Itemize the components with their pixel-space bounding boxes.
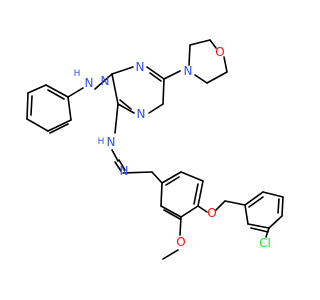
atom-o-benzyloxy: O	[207, 206, 216, 220]
atom-n-anilino: N	[85, 76, 94, 90]
atom-n-morpholine: N	[184, 64, 193, 78]
atom-n-hydrazine-1: N	[107, 135, 116, 149]
atom-o-methoxy: O	[176, 235, 185, 249]
atom-n-triazine-bottom: N	[137, 107, 146, 121]
atom-labels: N N N N O N H N H N O O Cl	[74, 45, 271, 250]
atom-cl: Cl	[259, 236, 271, 250]
atom-n-triazine-top: N	[136, 60, 145, 74]
atom-h-hydrazine: H	[98, 137, 105, 147]
atom-o-morpholine: O	[215, 45, 224, 59]
atom-n-hydrazine-2: N	[120, 164, 129, 178]
atom-n-triazine-left: N	[101, 74, 110, 88]
molecule-structure: N N N N O N H N H N O O Cl	[26, 39, 284, 260]
atom-h-anilino: H	[74, 69, 81, 79]
bonds	[26, 39, 284, 260]
